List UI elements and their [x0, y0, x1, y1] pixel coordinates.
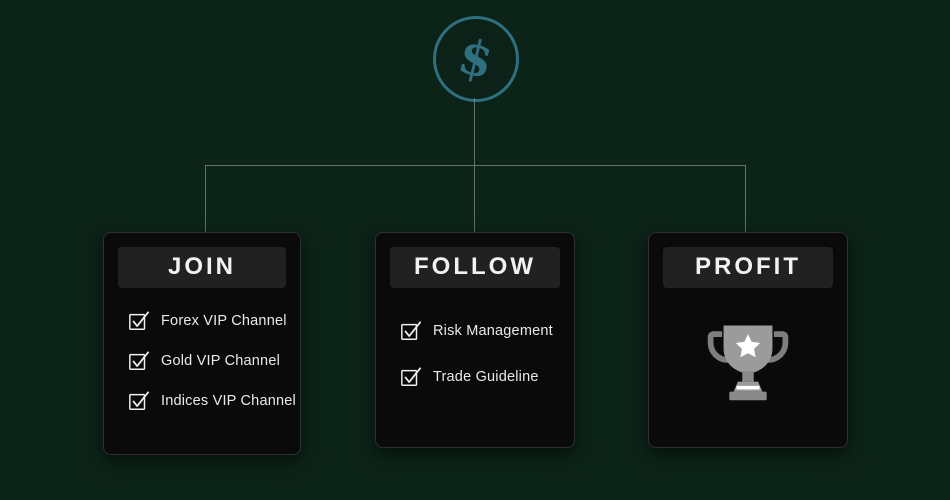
card-follow: FOLLOW Risk Management Trade Guideline	[375, 232, 575, 448]
item-label: Gold VIP Channel	[161, 353, 281, 369]
list-item: Forex VIP Channel	[128, 310, 286, 332]
item-label: Trade Guideline	[433, 369, 539, 385]
item-label: Indices VIP Channel	[161, 393, 296, 409]
card-follow-header: FOLLOW	[390, 247, 560, 288]
trophy-container	[663, 314, 833, 406]
checkbox-checked-icon	[129, 391, 150, 410]
item-label: Risk Management	[433, 323, 553, 339]
trophy-icon	[707, 325, 789, 401]
dollar-icon: $	[433, 16, 519, 102]
checkbox-checked-icon	[129, 311, 150, 330]
card-join-title: JOIN	[167, 253, 236, 280]
connector-horizontal	[205, 165, 746, 166]
dollar-symbol: $	[453, 27, 499, 91]
card-follow-items: Risk Management Trade Guideline	[390, 320, 560, 388]
list-item: Indices VIP Channel	[128, 390, 296, 412]
checkbox-checked-icon	[401, 367, 422, 386]
connector-left-vertical	[205, 165, 206, 232]
card-join: JOIN Forex VIP Channel Gold VIP Channel	[103, 232, 301, 455]
checkbox-checked-icon	[401, 321, 422, 340]
list-item: Trade Guideline	[400, 366, 560, 388]
list-item: Gold VIP Channel	[128, 350, 286, 372]
list-item: Risk Management	[400, 320, 560, 342]
card-profit-title: PROFIT	[695, 253, 801, 280]
connector-right-vertical	[745, 165, 746, 232]
item-label: Forex VIP Channel	[161, 313, 287, 329]
card-follow-title: FOLLOW	[414, 253, 536, 280]
card-profit: PROFIT	[648, 232, 848, 448]
card-join-items: Forex VIP Channel Gold VIP Channel Indic…	[118, 310, 296, 412]
card-join-header: JOIN	[118, 247, 286, 288]
checkbox-checked-icon	[129, 351, 150, 370]
card-profit-header: PROFIT	[663, 247, 833, 288]
